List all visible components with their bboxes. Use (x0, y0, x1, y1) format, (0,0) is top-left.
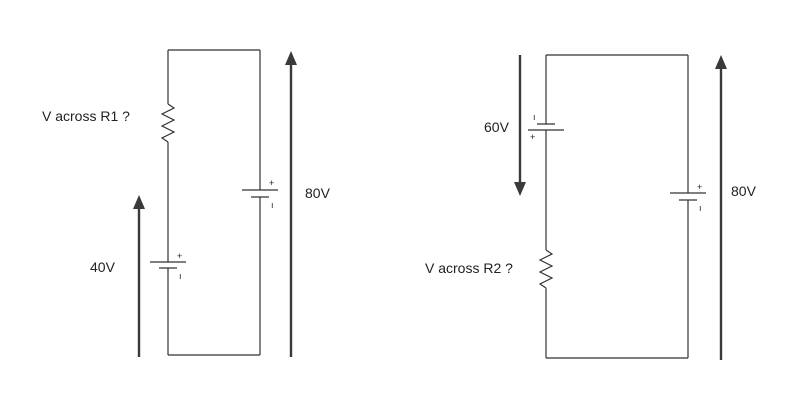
battery-80v-left-minus-sign: ı (271, 200, 274, 210)
battery-80v-left-plus-sign: + (269, 178, 274, 188)
r2-question-label: V across R2 ? (425, 260, 513, 276)
resistor-r2 (538, 249, 554, 289)
battery-40v-minus-sign: ı (179, 271, 182, 281)
battery-40v-plus-sign: + (177, 251, 182, 261)
arrow-up-80v-left (285, 51, 297, 357)
voltage-60v-label: 60V (484, 119, 510, 135)
voltage-80v-right-label: 80V (731, 183, 757, 199)
r1-question-label: V across R1 ? (42, 108, 130, 124)
battery-60v-plus-sign: + (530, 132, 535, 142)
left-circuit: + ı + ı V across R1 ? 40V 80V (42, 49, 331, 357)
battery-60v-minus-sign: ı (533, 112, 536, 122)
battery-80v-right-minus-sign: ı (699, 203, 702, 213)
right-circuit: ı + + ı 60V V across R2 ? 80V (425, 54, 757, 360)
arrow-up-80v-right (715, 55, 727, 360)
voltage-80v-left-label: 80V (305, 185, 331, 201)
resistor-r1 (160, 103, 176, 143)
arrow-up-40v (133, 195, 145, 357)
voltage-40v-label: 40V (90, 259, 116, 275)
battery-80v-right-plus-sign: + (697, 182, 702, 192)
arrow-down-60v (514, 55, 526, 196)
